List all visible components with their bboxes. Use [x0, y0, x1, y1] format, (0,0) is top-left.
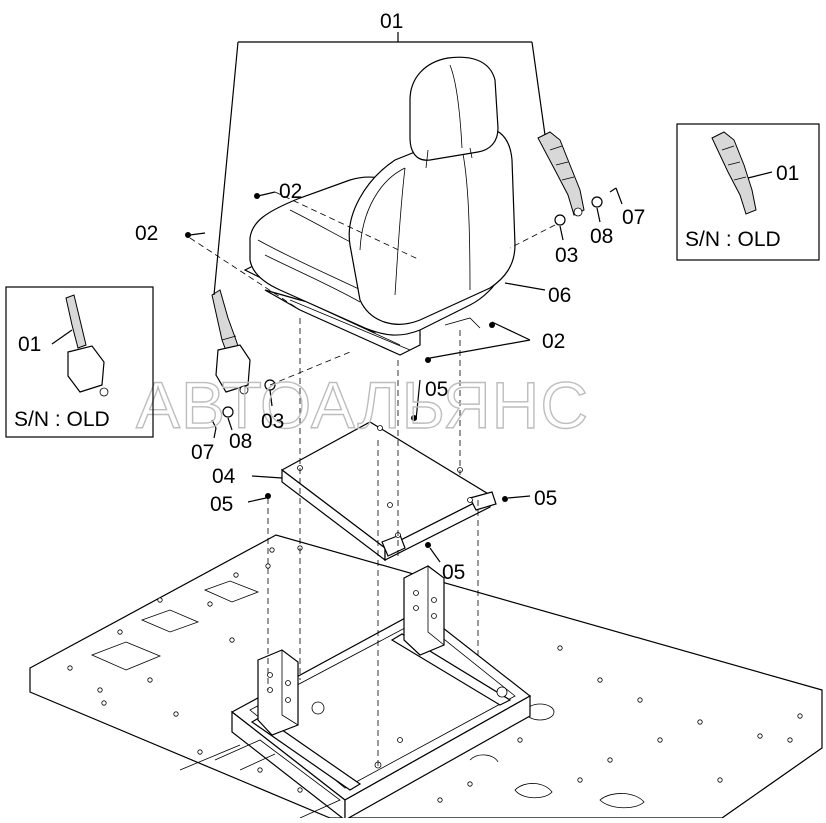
floor-bolt-hole: [207, 601, 213, 607]
floor-bolt-hole: [717, 777, 723, 783]
seat-belt-tongue-right: [537, 131, 585, 217]
floor-bolt-hole: [697, 719, 703, 725]
floor-bolt-hole: [297, 787, 303, 793]
callout-labels: 01 02 02 02 03 03 08 08 07 07 06 04 05 0…: [135, 10, 645, 584]
floor-bolt-hole: [269, 547, 275, 553]
callout-06: 06: [548, 284, 571, 307]
floor-bolt-hole: [101, 700, 107, 706]
floor-bolt-hole: [147, 677, 153, 683]
floor-bolt-hole: [157, 597, 163, 603]
floor-bolt-hole: [597, 677, 603, 683]
callout-05-top: 05: [425, 378, 448, 401]
floor-bolt-hole: [257, 767, 263, 773]
callout-08-left: 08: [229, 430, 252, 453]
fasteners: [185, 187, 617, 548]
floor-bolt-hole: [233, 572, 239, 578]
floor-bolt-hole: [517, 737, 523, 743]
floor-bolt-hole: [437, 797, 443, 803]
floor-bolt-hole: [265, 563, 271, 569]
floor-bolt-hole: [757, 733, 763, 739]
callout-05-right: 05: [534, 487, 557, 510]
callout-07-right: 07: [622, 206, 645, 229]
callout-07-left: 07: [191, 441, 214, 464]
floor-bolt-hole: [577, 777, 583, 783]
inset-left-part-label: 01: [18, 333, 41, 356]
inset-right-note: S/N : OLD: [685, 228, 781, 251]
leader-lines: [189, 32, 623, 770]
seat-base-frame: [214, 565, 532, 822]
callout-05-bottom: 05: [442, 561, 465, 584]
callout-08-right: 08: [590, 225, 613, 248]
floor-bolt-hole: [197, 749, 203, 755]
floor-bolt-hole: [787, 737, 793, 743]
floor-bolt-hole: [173, 711, 179, 717]
inset-right: 01 S/N : OLD: [676, 123, 820, 261]
callout-02-left: 02: [135, 222, 158, 245]
callout-01: 01: [380, 10, 403, 33]
callout-02-top: 02: [279, 180, 302, 203]
seat-belt-buckle-left: [211, 289, 251, 395]
floor-bolt-hole: [467, 781, 473, 787]
callout-03-left: 03: [261, 410, 284, 433]
floor-bolt-hole: [67, 665, 73, 671]
floor-bolt-hole: [97, 687, 103, 693]
seat-mounting-plate: [280, 421, 497, 562]
floor-bolt-hole: [637, 697, 643, 703]
floor-bolt-hole: [229, 637, 235, 643]
floor-bolt-hole: [657, 737, 663, 743]
callout-02-right: 02: [542, 330, 565, 353]
callout-05-left: 05: [210, 493, 233, 516]
floor-bolt-hole: [797, 713, 803, 719]
floor-bolt-hole: [117, 629, 123, 635]
watermark-text: АВТОАЛЬЯНС: [136, 368, 589, 442]
operator-seat: [243, 56, 516, 356]
floor-bolt-hole: [557, 645, 563, 651]
inset-left-note: S/N : OLD: [14, 408, 110, 431]
floor-bolt-hole: [607, 757, 613, 763]
callout-03-right: 03: [555, 244, 578, 267]
inset-right-part-label: 01: [776, 162, 799, 185]
inset-left: 01 S/N : OLD: [5, 286, 154, 438]
callout-04: 04: [212, 465, 236, 488]
